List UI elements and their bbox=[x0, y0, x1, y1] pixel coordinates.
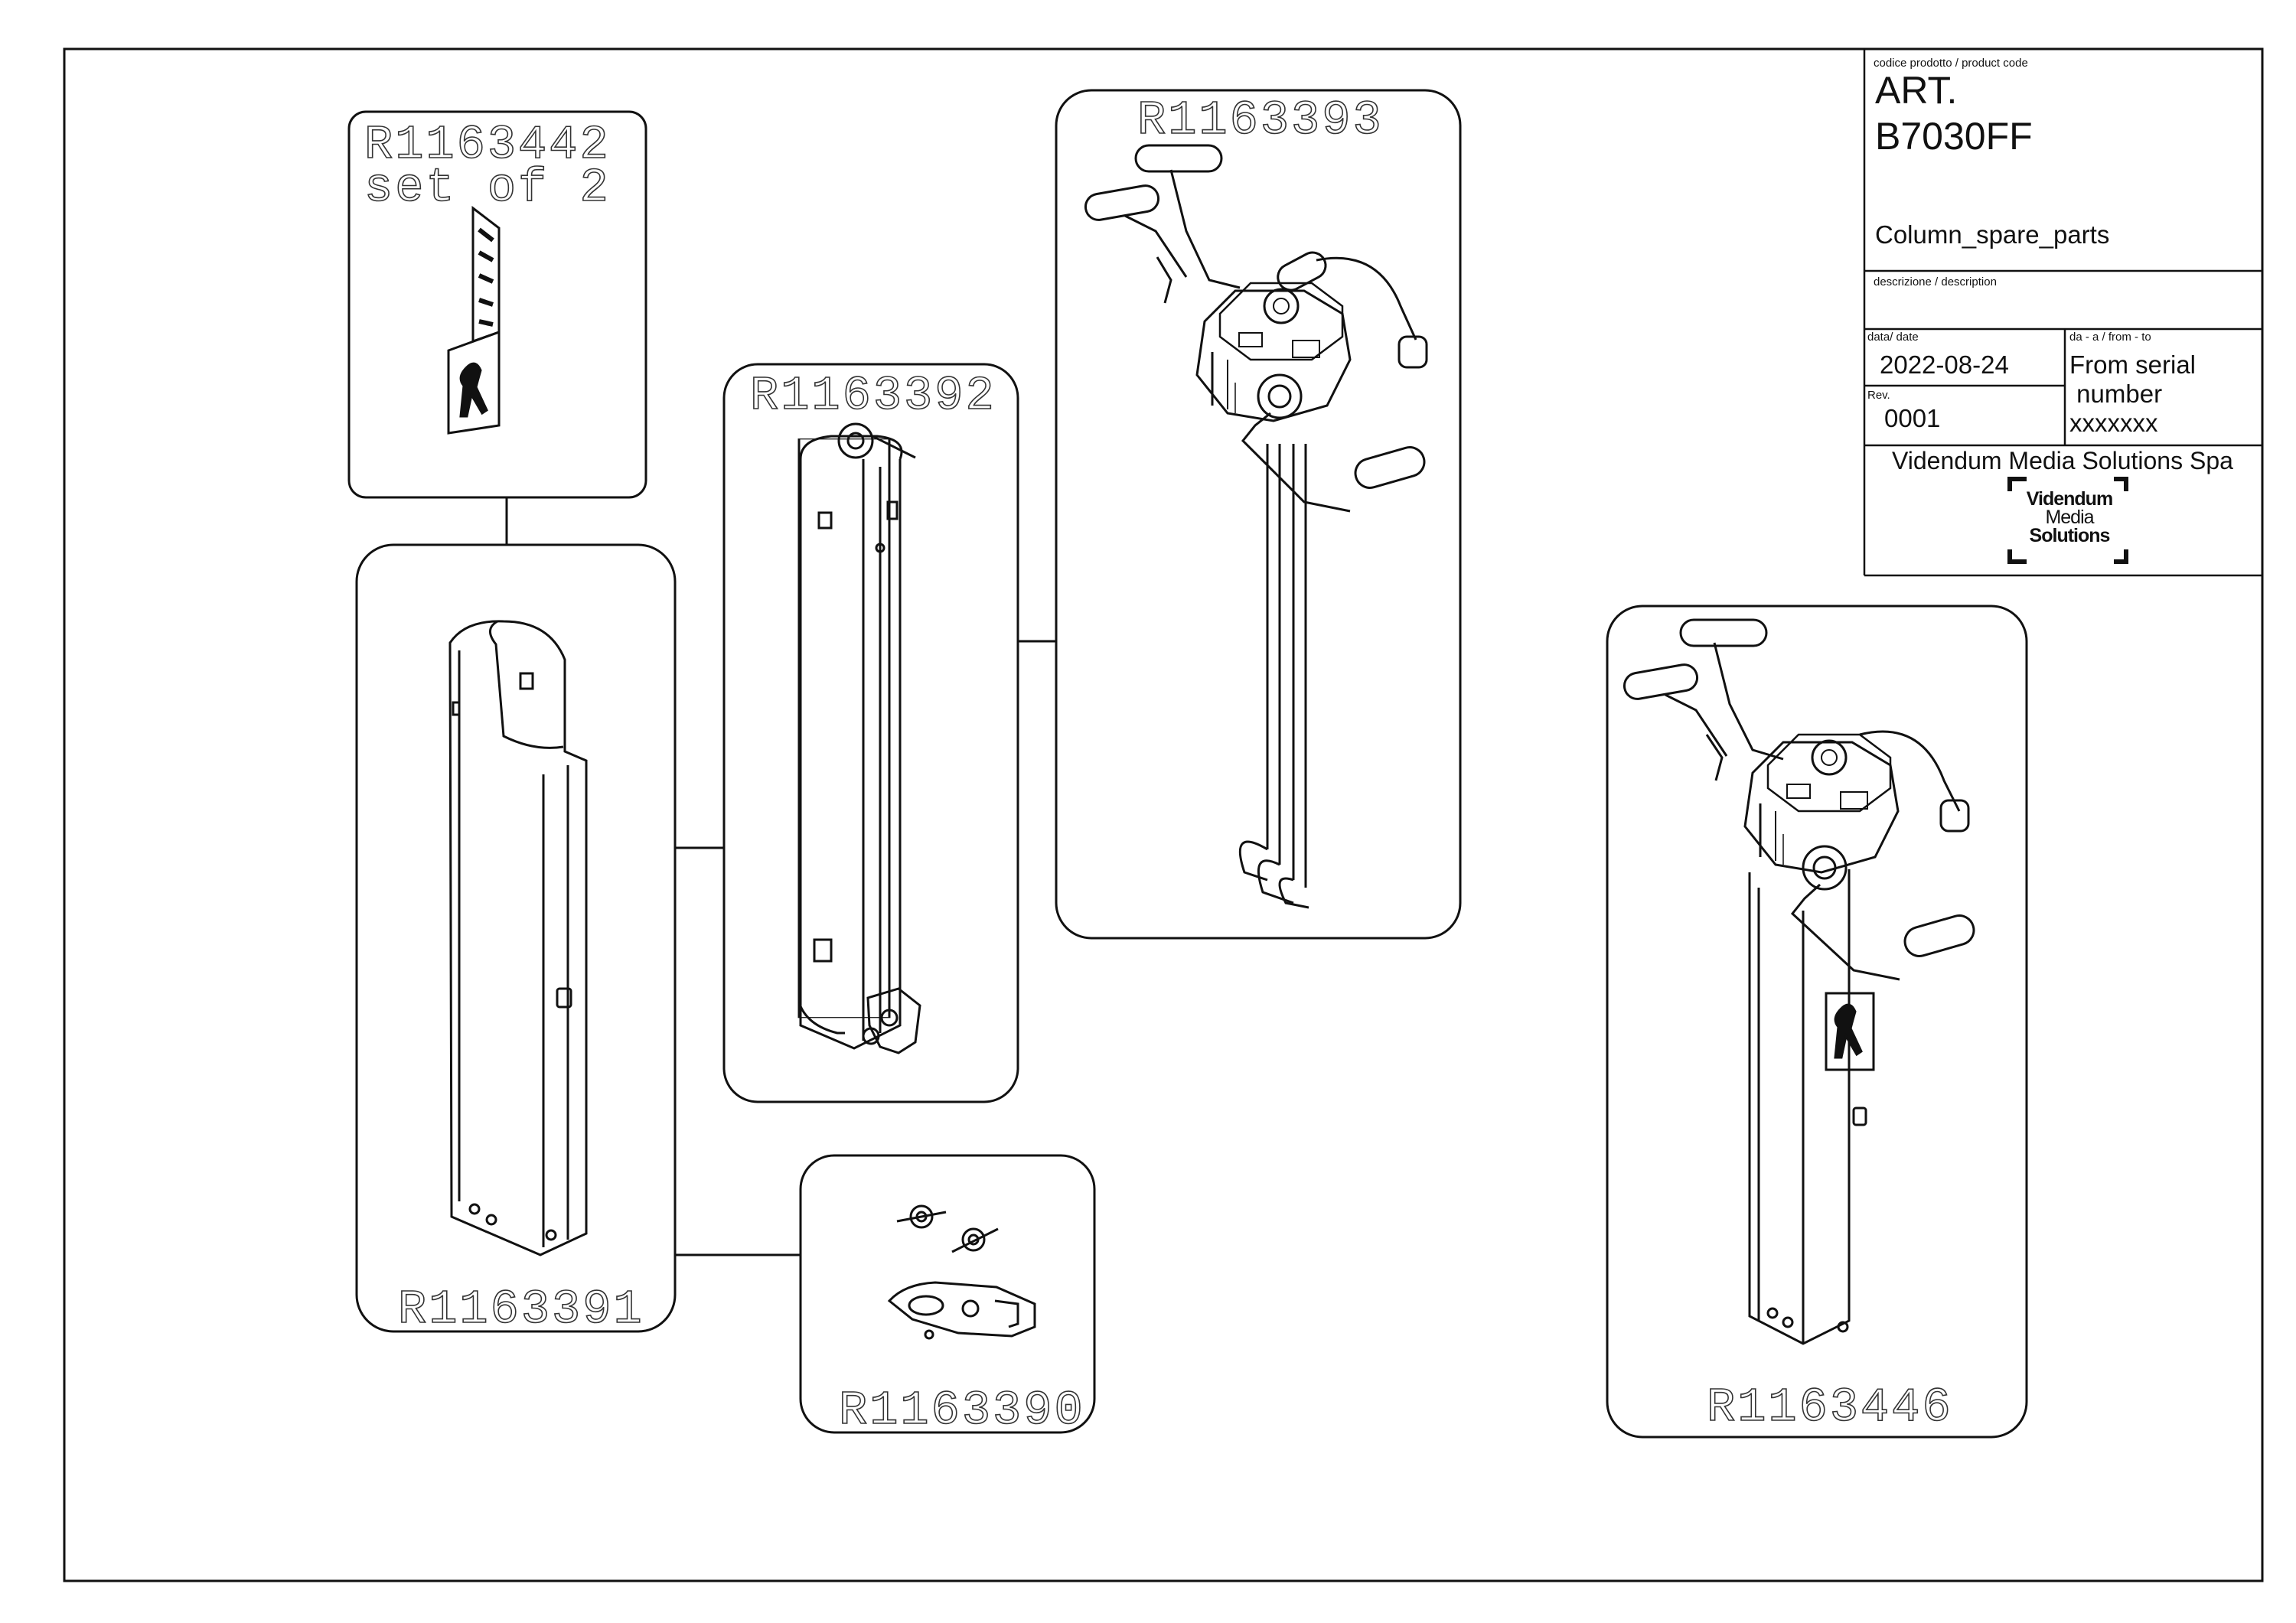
range-line-3: xxxxxxx bbox=[2069, 409, 2158, 437]
range-line-2: number bbox=[2069, 380, 2163, 408]
art-line-1: ART. bbox=[1875, 69, 1958, 112]
panel-r1163446 bbox=[1606, 605, 2028, 1439]
product-code-label: codice prodotto / product code bbox=[1874, 57, 2028, 70]
part-code-r1163446: R1163446 bbox=[1707, 1380, 1953, 1435]
rev-value: 0001 bbox=[1884, 404, 1941, 432]
date-label: data/ date bbox=[1867, 331, 1919, 344]
panel-r1163392 bbox=[722, 363, 1019, 1103]
range-line-1: From serial bbox=[2069, 350, 2197, 379]
head-assembly-illustration bbox=[1084, 144, 1428, 909]
part-code-r1163390: R1163390 bbox=[839, 1383, 1085, 1438]
company-name: Videndum Media Solutions Spa bbox=[1892, 447, 2233, 474]
part-code-r1163392: R1163392 bbox=[750, 369, 996, 423]
decal-illustration bbox=[447, 205, 501, 435]
fixings-illustration bbox=[887, 1204, 1036, 1340]
complete-column-illustration bbox=[1623, 618, 1975, 1345]
rev-label: Rev. bbox=[1867, 389, 1890, 402]
description-text: Column_spare_parts bbox=[1875, 220, 2110, 249]
part-note-r1163442: set of 2 bbox=[364, 161, 611, 215]
part-code-r1163393: R1163393 bbox=[1137, 93, 1384, 148]
description-label: descrizione / description bbox=[1874, 275, 1997, 288]
column-cover-illustration bbox=[448, 620, 588, 1256]
logo-line-1: Videndum bbox=[2026, 488, 2113, 510]
logo-line-3: Solutions bbox=[2029, 525, 2111, 546]
panel-r1163390 bbox=[799, 1154, 1096, 1434]
panel-r1163393 bbox=[1055, 89, 1462, 940]
part-code-r1163442: R1163442 bbox=[364, 118, 611, 172]
range-label: da - a / from - to bbox=[2069, 331, 2151, 344]
date-value: 2022-08-24 bbox=[1880, 350, 2009, 379]
part-code-r1163391: R1163391 bbox=[398, 1282, 644, 1337]
panel-r1163442 bbox=[347, 110, 647, 499]
title-block bbox=[1863, 49, 2262, 577]
inner-column-illustration bbox=[797, 422, 921, 1054]
art-line-2: B7030FF bbox=[1875, 115, 2033, 158]
sheet-border bbox=[63, 47, 2264, 1582]
logo-line-2: Media bbox=[2045, 507, 2094, 528]
company-logo: Videndum Media Solutions bbox=[2016, 488, 2123, 546]
panel-r1163391 bbox=[355, 543, 677, 1333]
logo-brackets bbox=[2007, 477, 2128, 564]
